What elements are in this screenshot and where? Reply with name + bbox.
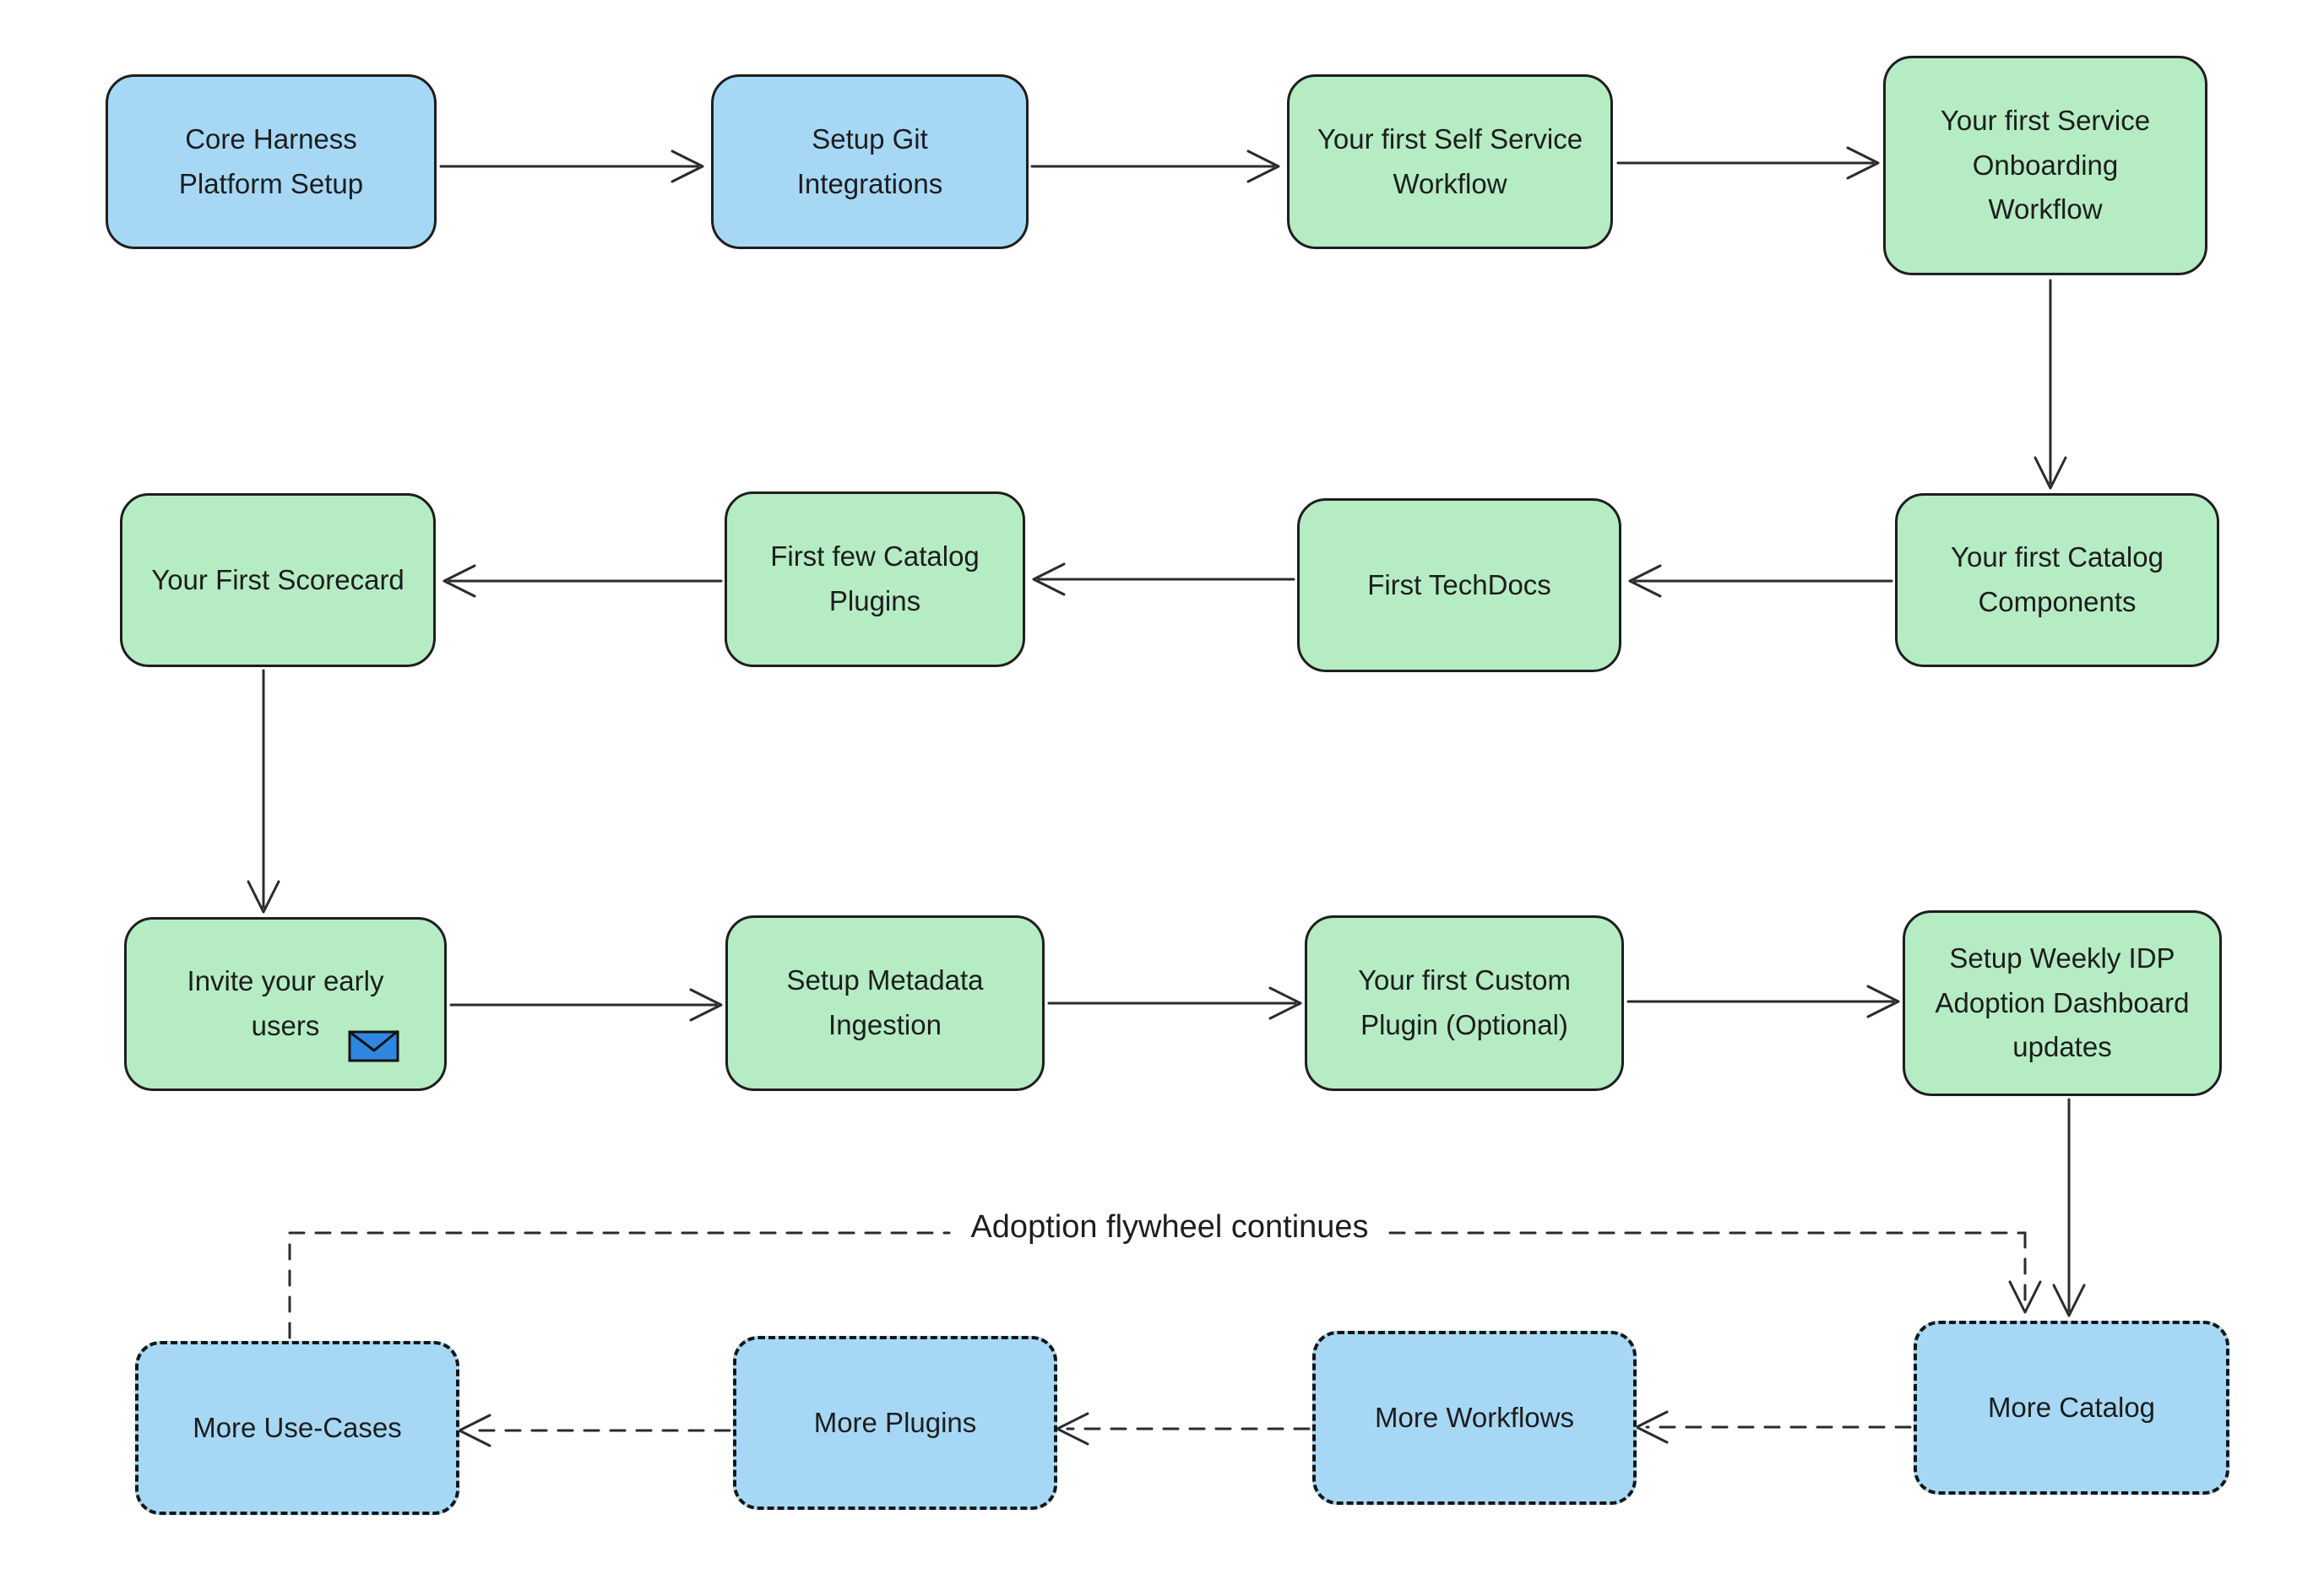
node-label: Your first Self Service Workflow	[1317, 122, 1583, 199]
arrow-core-to-git	[439, 149, 704, 183]
node-first-catalog-components: Your first Catalog Components	[1895, 493, 2219, 667]
node-label: Your first Catalog Components	[1951, 541, 2164, 617]
node-label: Core Harness Platform Setup	[178, 122, 364, 199]
arrow-metadata-to-customplugin	[1047, 986, 1302, 1020]
arrow-scorecard-to-invite	[247, 669, 280, 914]
node-more-catalog: More Catalog	[1914, 1321, 2229, 1495]
flywheel-label: Adoption flywheel continues	[970, 1209, 1369, 1245]
arrowhead-moreworkflows	[1635, 1410, 1669, 1444]
node-label: More Use-Cases	[193, 1411, 402, 1443]
arrow-catalogplugins-to-scorecard	[443, 564, 723, 598]
node-setup-git-integrations: Setup Git Integrations	[711, 74, 1029, 249]
arrowhead-moreplugins	[1056, 1412, 1089, 1446]
envelope-icon	[348, 1029, 399, 1062]
arrow-customplugin-to-dashboard	[1626, 985, 1900, 1018]
node-label: First few Catalog Plugins	[770, 540, 980, 616]
node-label: Your first Service Onboarding Workflow	[1940, 104, 2151, 225]
node-first-techdocs: First TechDocs	[1297, 498, 1621, 672]
node-label: Setup Metadata Ingestion	[786, 964, 984, 1040]
arrow-techdocs-to-catalogplugins	[1032, 562, 1295, 596]
node-first-service-onboarding-workflow: Your first Service Onboarding Workflow	[1883, 56, 2207, 275]
node-invite-early-users: Invite your early users	[124, 917, 447, 1091]
arrow-selfservice-to-onboarding	[1616, 146, 1880, 180]
node-first-scorecard: Your First Scorecard	[120, 493, 436, 667]
node-label: More Workflows	[1375, 1401, 1574, 1433]
arrow-git-to-selfservice	[1030, 149, 1280, 183]
node-more-plugins: More Plugins	[733, 1336, 1057, 1510]
node-label: Setup Weekly IDP Adoption Dashboard upda…	[1935, 942, 2190, 1063]
node-more-use-cases: More Use-Cases	[135, 1341, 459, 1515]
node-first-self-service-workflow: Your first Self Service Workflow	[1287, 74, 1613, 249]
node-label: Your first Custom Plugin (Optional)	[1358, 964, 1571, 1040]
arrow-catalogcomponents-to-techdocs	[1628, 564, 1893, 598]
node-setup-metadata-ingestion: Setup Metadata Ingestion	[725, 915, 1045, 1091]
node-more-workflows: More Workflows	[1312, 1331, 1637, 1505]
node-label: More Catalog	[1987, 1391, 2156, 1423]
node-label: More Plugins	[813, 1406, 977, 1438]
node-label: Setup Git Integrations	[796, 122, 943, 199]
arrow-invite-to-metadata	[449, 988, 723, 1022]
node-label: Invite your early users	[187, 965, 384, 1041]
flywheel-arrowhead	[2008, 1280, 2042, 1314]
arrow-dashboard-to-morecatalog	[2052, 1098, 2086, 1317]
node-setup-weekly-idp-dashboard: Setup Weekly IDP Adoption Dashboard upda…	[1903, 910, 2222, 1096]
node-label: Your First Scorecard	[151, 563, 405, 595]
arrowhead-moreusecases	[458, 1414, 491, 1447]
node-label: First TechDocs	[1367, 568, 1551, 600]
arrow-onboarding-to-catalogcomponents	[2033, 279, 2067, 490]
node-first-few-catalog-plugins: First few Catalog Plugins	[725, 491, 1025, 667]
node-first-custom-plugin: Your first Custom Plugin (Optional)	[1305, 915, 1624, 1091]
node-core-harness-platform-setup: Core Harness Platform Setup	[106, 74, 437, 249]
